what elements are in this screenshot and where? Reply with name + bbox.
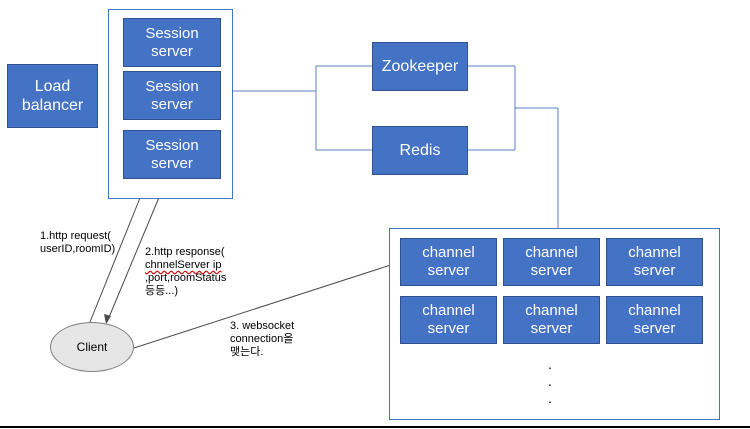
response-note-line: chnnelServer ip bbox=[145, 259, 222, 271]
client-node: Client bbox=[50, 322, 134, 372]
response-note-line: 2.http response( bbox=[145, 246, 225, 258]
client-label: Client bbox=[76, 340, 108, 354]
zookeeper-label: Zookeeper bbox=[381, 57, 459, 75]
bottom-border bbox=[0, 426, 750, 428]
channel-server-label-line2: server bbox=[427, 320, 470, 337]
websocket-note: 3. websocket connection을 맺는다. bbox=[230, 320, 294, 359]
session-server-label-line1: Session bbox=[145, 77, 199, 95]
websocket-note-line: 3. websocket bbox=[230, 320, 295, 332]
channel-server-box: channel server bbox=[400, 238, 497, 286]
websocket-note-line: connection을 bbox=[230, 333, 294, 345]
channel-server-label-line1: channel bbox=[422, 302, 475, 319]
session-server-label-line1: Session bbox=[145, 24, 199, 42]
load-balancer-label-line2: balancer bbox=[21, 97, 84, 114]
request-note: 1.http request( userID,roomID) bbox=[40, 230, 115, 256]
channel-server-label-line2: server bbox=[427, 262, 470, 279]
channel-server-label-line1: channel bbox=[525, 244, 578, 261]
channel-server-box: channel server bbox=[503, 296, 600, 344]
response-arrow bbox=[106, 194, 161, 323]
session-server-box: Session server bbox=[123, 130, 221, 179]
response-note-line: ,port,roomStatus bbox=[145, 272, 227, 284]
ellipsis-dot: . bbox=[548, 390, 552, 406]
session-server-box: Session server bbox=[123, 18, 221, 67]
response-note: 2.http response( chnnelServer ip ,port,r… bbox=[145, 246, 226, 298]
channel-server-box: channel server bbox=[400, 296, 497, 344]
ellipsis-dot: . bbox=[548, 356, 552, 372]
session-server-label-line2: server bbox=[151, 154, 193, 172]
session-server-label-line1: Session bbox=[145, 136, 199, 154]
request-note-line: 1.http request( bbox=[40, 230, 111, 242]
channel-server-label-line1: channel bbox=[422, 244, 475, 261]
request-note-line: userID,roomID) bbox=[40, 243, 116, 255]
redis-label: Redis bbox=[399, 141, 441, 159]
response-note-line: 등등...) bbox=[145, 285, 179, 297]
channel-server-box: channel server bbox=[503, 238, 600, 286]
websocket-line bbox=[133, 261, 401, 349]
channel-server-label-line1: channel bbox=[628, 244, 681, 261]
channel-server-label-line1: channel bbox=[525, 302, 578, 319]
channel-server-box: channel server bbox=[606, 238, 703, 286]
channel-server-box: channel server bbox=[606, 296, 703, 344]
channel-server-label-line2: server bbox=[633, 320, 676, 337]
request-arrow bbox=[89, 187, 145, 323]
load-balancer-label-line1: Load bbox=[34, 78, 71, 95]
load-balancer-box: Load balancer bbox=[7, 64, 98, 128]
channel-server-label-line1: channel bbox=[628, 302, 681, 319]
redis-box: Redis bbox=[372, 126, 468, 175]
session-server-label-line2: server bbox=[151, 42, 193, 60]
zookeeper-box: Zookeeper bbox=[372, 42, 468, 91]
channel-server-label-line2: server bbox=[633, 262, 676, 279]
ellipsis-dot: . bbox=[548, 373, 552, 389]
websocket-note-line: 맺는다. bbox=[230, 346, 264, 358]
session-server-box: Session server bbox=[123, 71, 221, 120]
session-server-label-line2: server bbox=[151, 95, 193, 113]
response-arrowhead bbox=[104, 314, 111, 324]
channel-server-label-line2: server bbox=[530, 262, 573, 279]
channel-server-label-line2: server bbox=[530, 320, 573, 337]
